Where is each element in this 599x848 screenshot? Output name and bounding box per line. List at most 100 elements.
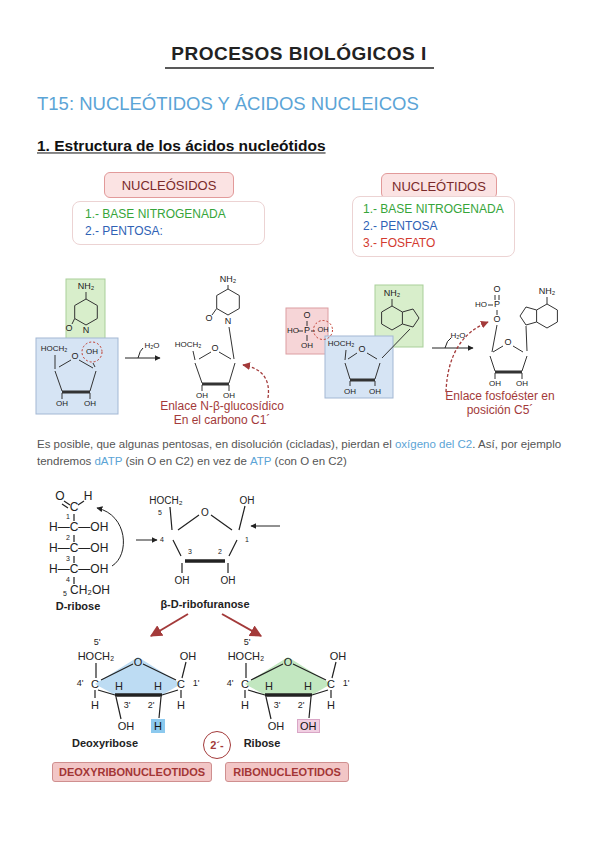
atom-label: 2	[218, 548, 222, 556]
atom-label: HOCH₂	[328, 340, 355, 349]
atom-label: N	[83, 326, 90, 336]
page-title: PROCESOS BIOLÓGICOS I	[171, 44, 426, 65]
atom-label: C	[327, 678, 335, 690]
atom-label: 2'	[298, 701, 305, 711]
type-box: NUCLEÓSIDOS	[104, 172, 234, 198]
paragraph-text: Es posible, que algunas pentosas, en dis…	[37, 438, 392, 450]
atom-label: 4'	[227, 679, 234, 689]
derivation-arrow	[222, 614, 261, 636]
paragraph-text: (sin O en C2) en vez de	[125, 455, 246, 467]
category-box: DEOXYRIBONUCLEOTIDOS	[52, 762, 212, 782]
phosphate-box	[286, 308, 328, 354]
paragraph: Es posible, que algunas pentosas, en dis…	[37, 436, 563, 470]
ring-bonds	[95, 662, 186, 719]
thick-bonds	[62, 372, 522, 392]
atom-label: 4	[66, 576, 70, 584]
box-text: RIBONUCLEOTIDOS	[233, 766, 341, 778]
atom-label: H₂O	[144, 342, 159, 351]
subsection-heading: 1. Estructura de los ácidos nucleótidos	[37, 137, 326, 154]
leaving-group-circle	[82, 342, 102, 362]
atom-label: H	[177, 699, 185, 711]
derivation-arrow	[151, 614, 188, 636]
leaving-group-circle	[314, 321, 333, 340]
atom-label: HOCH₂	[149, 495, 182, 506]
atom-label: 2'	[148, 701, 155, 711]
atom-label: N	[225, 317, 232, 327]
atom-label: O	[504, 338, 511, 348]
atom-label: H	[304, 680, 312, 692]
atom-label: OH	[489, 380, 501, 389]
atom-label: O	[493, 285, 500, 295]
ring-bonds	[245, 662, 336, 719]
box-text: NUCLEÓSIDOS	[122, 178, 217, 193]
atom-label: O	[134, 656, 143, 668]
ring-bonds	[170, 506, 245, 573]
water-hook	[138, 348, 143, 358]
ring-bonds	[115, 693, 162, 697]
atom-label: O	[358, 345, 365, 355]
atom-label: O	[205, 314, 212, 324]
component-list: 1.- BASE NITROGENADA2.- PENTOSA3.- FOSFA…	[352, 196, 515, 257]
paragraph-text: dATP	[94, 455, 122, 467]
atom-label: O	[303, 311, 310, 321]
box-text: 1.- BASE NITROGENADA	[85, 206, 226, 223]
box-text: H	[154, 720, 162, 732]
atom-label: O	[211, 344, 218, 354]
box-text: OH	[300, 720, 317, 732]
bonds	[537, 304, 558, 328]
atom-label: H—C—OH	[49, 542, 108, 555]
atom-label: HOCH₂	[228, 650, 265, 662]
atom-label: 3	[188, 548, 192, 556]
atom-label: H—C—OH	[49, 521, 108, 534]
structure-name: Ribose	[244, 737, 281, 749]
atom-label: 1'	[193, 679, 200, 689]
base-box	[66, 279, 105, 341]
reaction-arrow	[125, 358, 160, 359]
atom-label: NH₂	[539, 287, 556, 297]
atom-label: OH	[86, 348, 98, 357]
atom-label: O	[71, 352, 78, 362]
bonds	[520, 297, 547, 351]
box-text: DEOXYRIBONUCLEOTIDOS	[59, 766, 205, 778]
atom-label: OH	[180, 650, 197, 662]
atom-label: C	[91, 678, 99, 690]
atom-label: HOCH₂	[78, 650, 115, 662]
atom-label: O	[201, 507, 209, 518]
atom-label: OH	[175, 575, 190, 586]
atom-label: C	[241, 678, 249, 690]
sugar-box	[36, 338, 118, 414]
atom-label: OH	[301, 342, 313, 351]
thick-bonds	[62, 372, 522, 392]
bond-caption: Enlace N-β-glucosídico En el carbono C1´	[155, 400, 290, 428]
atom-label: O	[65, 324, 72, 334]
bonds	[75, 299, 98, 325]
structure-name: β-D-ribofuranose	[160, 598, 249, 610]
atom-label: 5	[63, 590, 67, 598]
atom-label: O	[493, 315, 500, 325]
component-list: 1.- BASE NITROGENADA2.- PENTOSA:	[72, 201, 265, 245]
position-circle: 2´-	[203, 731, 231, 759]
sugar-box	[325, 336, 393, 398]
atom-label: 1	[245, 536, 249, 544]
atom-label: HOCH₂	[175, 341, 202, 350]
atom-label: 2	[66, 534, 70, 542]
bonds	[345, 299, 419, 386]
atom-label: H	[154, 680, 162, 692]
atom-label: H	[241, 699, 249, 711]
structure-name: D-ribose	[56, 600, 101, 612]
atom-label: NH₂	[220, 275, 237, 285]
category-box: RIBONUCLEOTIDOS	[225, 762, 349, 782]
structure-name: Deoxyribose	[72, 737, 138, 749]
atom-label: O	[55, 490, 64, 503]
box-text: NUCLEÓTIDOS	[392, 179, 486, 194]
bonds	[55, 285, 557, 399]
atom-label: H	[91, 699, 99, 711]
atom-label: O	[284, 656, 293, 668]
atom-label: P	[304, 326, 310, 336]
atom-label: OH	[118, 720, 135, 732]
box-text: 2.- PENTOSA	[363, 218, 437, 235]
atom-label: OH	[240, 495, 255, 506]
ring-bonds	[95, 662, 186, 719]
reaction-arrow	[432, 348, 473, 349]
